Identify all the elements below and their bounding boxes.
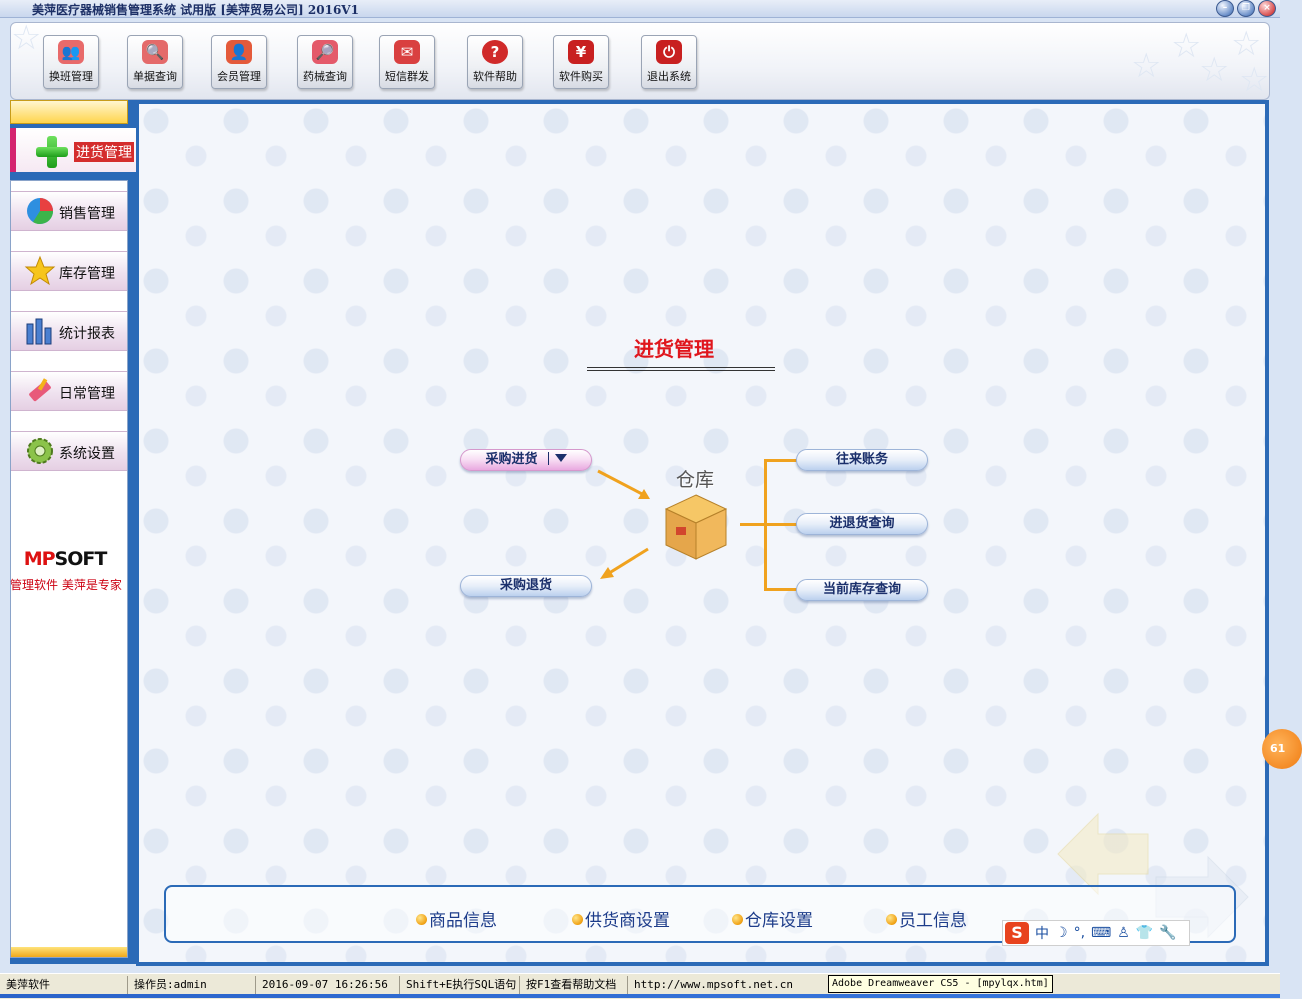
title-underline bbox=[587, 370, 775, 371]
taskbar-strip bbox=[0, 994, 1280, 998]
connector-line bbox=[764, 588, 798, 591]
star-decoration-icon: ☆ bbox=[1131, 46, 1162, 86]
bullet-icon bbox=[732, 914, 743, 925]
purchase-in-button[interactable]: 采购进货 bbox=[460, 449, 592, 471]
pie-chart-icon bbox=[27, 198, 54, 225]
status-url[interactable]: http://www.mpsoft.net.cn bbox=[634, 978, 793, 991]
main-toolbar: ☆ ☆ ☆ ☆ ☆ ☆ 👥 换班管理 🔍 单据查询 👤 会员管理 🔎 药械查询 … bbox=[10, 18, 1270, 100]
status-help-hint: 按F1查看帮助文档 bbox=[522, 976, 628, 994]
punctuation-icon[interactable]: °, bbox=[1073, 925, 1086, 941]
sms-button[interactable]: ✉ 短信群发 bbox=[379, 35, 435, 89]
bullet-icon bbox=[416, 914, 427, 925]
sidebar-item-reports[interactable]: 统计报表 bbox=[11, 311, 127, 351]
bullet-icon bbox=[572, 914, 583, 925]
sidebar-bottom-bar bbox=[11, 947, 127, 957]
help-button[interactable]: ? 软件帮助 bbox=[467, 35, 523, 89]
star-decoration-icon: ☆ bbox=[1231, 24, 1262, 64]
warehouse-settings-link[interactable]: 仓库设置 bbox=[732, 906, 813, 931]
restore-icon[interactable]: ❐ bbox=[1237, 0, 1255, 17]
title-bar: 美萍医疗器械销售管理系统 试用版 [美萍贸易公司] 2016V1 – ❐ × bbox=[0, 0, 1280, 18]
star-decoration-icon: ☆ bbox=[1199, 50, 1230, 90]
shift-change-button[interactable]: 👥 换班管理 bbox=[43, 35, 99, 89]
sidebar-item-inventory[interactable]: 库存管理 bbox=[11, 251, 127, 291]
flow-arrows bbox=[597, 469, 650, 579]
purchase-icon: ¥ bbox=[568, 40, 594, 64]
page-title: 进货管理 bbox=[634, 337, 714, 361]
tools-icon bbox=[29, 378, 51, 402]
main-content: 进货管理 采购进货 采购退货 仓库 往来账务 进退货查询 当前库存查询 商品信息 bbox=[136, 100, 1269, 966]
warehouse-label: 仓库 bbox=[676, 469, 715, 491]
sidebar-top-bar bbox=[10, 100, 128, 124]
shift-change-icon: 👥 bbox=[58, 40, 84, 64]
accounts-button[interactable]: 往来账务 bbox=[796, 449, 928, 471]
status-operator: 操作员:admin bbox=[130, 976, 256, 994]
arrow-in-head-icon bbox=[638, 489, 650, 499]
ime-toolbar[interactable]: S 中 ☽ °, ⌨ ♙ 👕 🔧 bbox=[1002, 920, 1190, 946]
exit-button[interactable]: ⏻ 退出系统 bbox=[641, 35, 697, 89]
staff-info-link[interactable]: 员工信息 bbox=[886, 906, 967, 931]
purchase-button[interactable]: ¥ 软件购买 bbox=[553, 35, 609, 89]
title-underline bbox=[587, 367, 775, 368]
moon-icon[interactable]: ☽ bbox=[1055, 925, 1068, 941]
wrench-icon[interactable]: 🔧 bbox=[1159, 925, 1177, 941]
product-info-link[interactable]: 商品信息 bbox=[416, 906, 497, 931]
purchase-return-button[interactable]: 采购退货 bbox=[460, 575, 592, 597]
status-app: 美萍软件 bbox=[2, 976, 128, 994]
stock-query-button[interactable]: 当前库存查询 bbox=[796, 579, 928, 601]
window-controls: – ❐ × bbox=[1216, 0, 1276, 17]
gear-icon bbox=[27, 438, 53, 464]
user-icon[interactable]: ♙ bbox=[1117, 925, 1130, 941]
member-button[interactable]: 👤 会员管理 bbox=[211, 35, 267, 89]
star-icon bbox=[24, 255, 56, 286]
connector-line bbox=[740, 523, 798, 526]
sidebar-item-purchase[interactable]: 进货管理 bbox=[10, 128, 142, 172]
arrow-in-line bbox=[597, 469, 645, 497]
close-icon[interactable]: × bbox=[1258, 0, 1276, 17]
minimize-icon[interactable]: – bbox=[1216, 0, 1234, 17]
mpsoft-logo: MPSOFT 管理软件 美萍是专家 bbox=[10, 548, 122, 592]
star-decoration-icon: ☆ bbox=[1171, 26, 1202, 66]
separator bbox=[547, 452, 549, 465]
sidebar-item-daily[interactable]: 日常管理 bbox=[11, 371, 127, 411]
ime-mode-label[interactable]: 中 bbox=[1035, 926, 1049, 942]
arrow-out-line bbox=[605, 547, 649, 577]
bar-chart-icon bbox=[26, 318, 52, 345]
window-title: 美萍医疗器械销售管理系统 试用版 [美萍贸易公司] 2016V1 bbox=[32, 3, 359, 17]
skin-icon[interactable]: 👕 bbox=[1135, 925, 1154, 941]
connector-line bbox=[764, 459, 798, 462]
status-sql-hint: Shift+E执行SQL语句 bbox=[402, 976, 520, 994]
supplier-settings-link[interactable]: 供货商设置 bbox=[572, 906, 670, 931]
taskbar-tooltip: Adobe Dreamweaver CS5 - [mpylqx.htm] bbox=[828, 975, 1053, 993]
purchase-query-button[interactable]: 进退货查询 bbox=[796, 513, 928, 535]
sidebar-menu-panel: 销售管理 库存管理 统计报表 日常管理 bbox=[10, 180, 128, 958]
drug-search-icon: 🔎 bbox=[312, 40, 338, 64]
star-decoration-icon: ☆ bbox=[11, 18, 42, 58]
left-sidebar: 进货管理 销售管理 库存管理 统计报表 bbox=[10, 100, 142, 964]
floating-badge[interactable]: 61 bbox=[1262, 729, 1302, 769]
document-search-icon: 🔍 bbox=[142, 40, 168, 64]
sogou-logo-icon[interactable]: S bbox=[1005, 922, 1029, 944]
plus-icon bbox=[36, 136, 68, 168]
keyboard-icon[interactable]: ⌨ bbox=[1091, 925, 1112, 941]
arrow-out-head-icon bbox=[600, 567, 614, 579]
warehouse-box-icon bbox=[664, 494, 728, 560]
bullet-icon bbox=[886, 914, 897, 925]
member-icon: 👤 bbox=[226, 40, 252, 64]
sidebar-item-settings[interactable]: 系统设置 bbox=[11, 431, 127, 471]
status-datetime: 2016-09-07 16:26:56 bbox=[258, 976, 400, 994]
sidebar-item-sales[interactable]: 销售管理 bbox=[11, 191, 127, 231]
help-icon: ? bbox=[482, 40, 508, 64]
sms-icon: ✉ bbox=[394, 40, 420, 64]
logo-slogan: 管理软件 美萍是专家 bbox=[10, 578, 122, 592]
document-search-button[interactable]: 🔍 单据查询 bbox=[127, 35, 183, 89]
dropdown-arrow-icon[interactable] bbox=[554, 454, 567, 462]
drug-search-button[interactable]: 🔎 药械查询 bbox=[297, 35, 353, 89]
star-decoration-icon: ☆ bbox=[1239, 60, 1270, 100]
exit-icon: ⏻ bbox=[656, 40, 682, 64]
